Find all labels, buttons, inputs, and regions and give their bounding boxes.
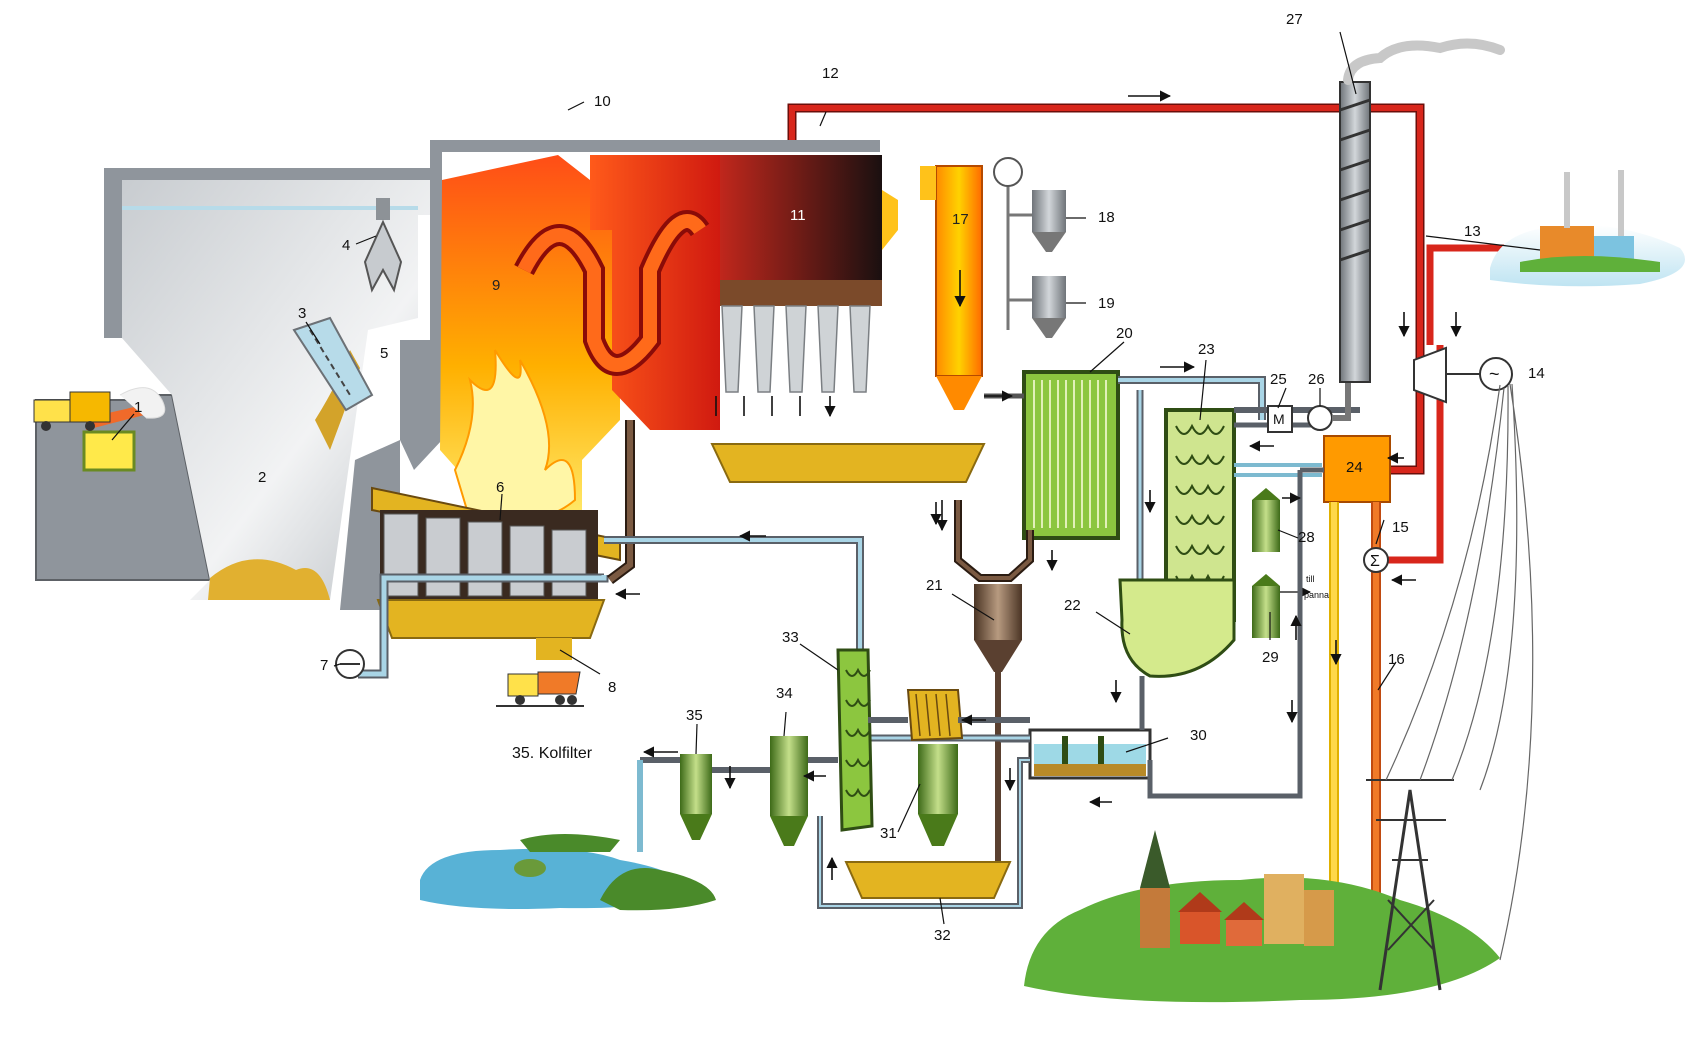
truck-delivery xyxy=(33,387,166,431)
symbol-generator: ~ xyxy=(1489,364,1500,384)
label-30: 30 xyxy=(1190,727,1207,744)
crane-grab xyxy=(363,198,403,293)
caption-kolfilter: 35. Kolfilter xyxy=(512,745,593,762)
label-2: 2 xyxy=(258,469,266,486)
small-text-till: till xyxy=(1306,574,1315,584)
label-22: 22 xyxy=(1064,597,1081,614)
turbine-generator xyxy=(1413,346,1513,404)
label-26: 26 xyxy=(1308,371,1325,388)
leader-lines xyxy=(111,31,1541,925)
district-heating-lines xyxy=(1329,502,1389,900)
label-31: 31 xyxy=(880,825,897,842)
label-28: 28 xyxy=(1298,529,1315,546)
label-19: 19 xyxy=(1098,295,1115,312)
grate xyxy=(371,486,621,660)
water-cleaning-train xyxy=(637,648,1030,899)
label-18: 18 xyxy=(1098,209,1115,226)
fabric-filter xyxy=(1022,370,1120,540)
economizer-section xyxy=(710,155,986,483)
label-24: 24 xyxy=(1346,459,1363,476)
label-35: 35 xyxy=(686,707,703,724)
label-20: 20 xyxy=(1116,325,1133,342)
flue-gas-duct-from-boiler xyxy=(607,420,635,584)
label-4: 4 xyxy=(342,237,350,254)
label-34: 34 xyxy=(776,685,793,702)
truck-ash xyxy=(496,671,584,707)
label-23: 23 xyxy=(1198,341,1215,358)
label-15: 15 xyxy=(1392,519,1409,536)
label-32: 32 xyxy=(934,927,951,944)
label-7: 7 xyxy=(320,657,328,674)
label-12: 12 xyxy=(822,65,839,82)
town-scene xyxy=(1024,830,1500,1003)
label-13: 13 xyxy=(1464,223,1481,240)
heat-pump-and-fan xyxy=(1234,382,1360,477)
label-27: 27 xyxy=(1286,11,1303,28)
small-text-panna: panna xyxy=(1304,590,1329,600)
number-labels: 1 2 3 4 5 6 7 8 9 10 11 12 13 14 15 16 1… xyxy=(134,11,1545,944)
flow-arrows xyxy=(614,90,1462,880)
symbol-sum: Σ xyxy=(1370,553,1380,570)
symbol-turbine: M xyxy=(1273,411,1285,427)
label-10: 10 xyxy=(594,93,611,110)
spray-dryer xyxy=(920,165,983,410)
label-11: 11 xyxy=(790,207,806,224)
water-treatment-tank xyxy=(1028,728,1152,780)
label-5: 5 xyxy=(380,345,388,362)
boiler-pass xyxy=(514,155,720,430)
label-29: 29 xyxy=(1262,649,1279,666)
additive-silos xyxy=(993,157,1066,338)
label-9: 9 xyxy=(492,277,500,294)
power-plant-scene xyxy=(1490,170,1685,287)
label-6: 6 xyxy=(496,479,504,496)
label-21: 21 xyxy=(926,577,943,594)
label-1: 1 xyxy=(134,399,142,416)
condensing-scrubber xyxy=(1118,408,1236,678)
primary-air-duct xyxy=(335,573,609,679)
lime-silos-28-29 xyxy=(1252,488,1312,638)
trucks xyxy=(33,387,584,707)
heat-exchanger-24 xyxy=(1323,435,1391,503)
label-25: 25 xyxy=(1270,371,1287,388)
label-33: 33 xyxy=(782,629,799,646)
steam-pipes xyxy=(787,103,1540,564)
lake-scene xyxy=(420,834,716,911)
label-14: 14 xyxy=(1528,365,1545,382)
feed-chute xyxy=(292,316,374,412)
label-8: 8 xyxy=(608,679,616,696)
chimney xyxy=(1339,38,1505,383)
label-17: 17 xyxy=(952,211,969,228)
power-pylon xyxy=(1366,383,1534,991)
label-16: 16 xyxy=(1388,651,1405,668)
label-3: 3 xyxy=(298,305,306,322)
